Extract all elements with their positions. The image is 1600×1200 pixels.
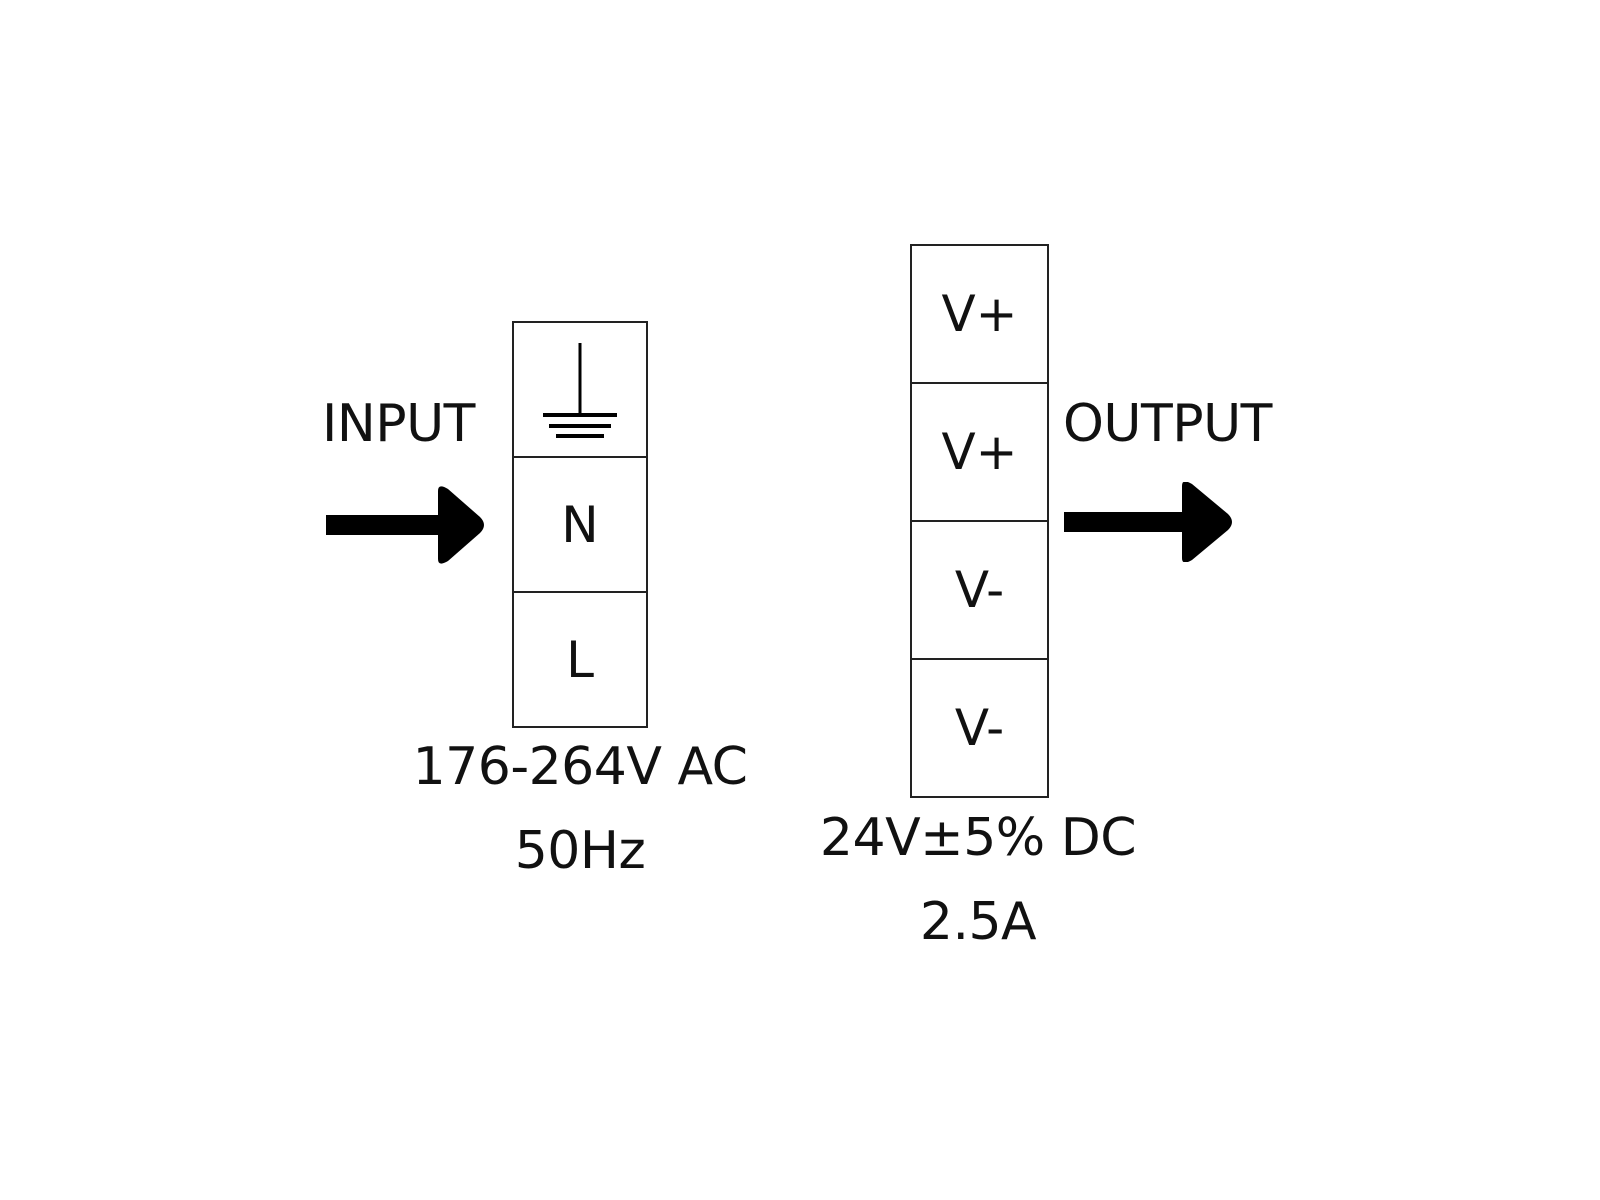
input-spec-voltage: 176-264V AC (412, 737, 748, 797)
terminal-v-plus-1: V+ (910, 244, 1049, 384)
terminal-live: L (512, 591, 648, 728)
output-label: OUTPUT (1063, 394, 1272, 454)
terminal-neutral: N (512, 456, 648, 593)
input-label: INPUT (322, 394, 475, 454)
output-arrow-icon (1064, 482, 1232, 562)
output-spec-voltage: 24V±5% DC (819, 808, 1137, 868)
output-spec-current: 2.5A (919, 892, 1037, 952)
terminal-v-minus-1: V- (910, 520, 1049, 660)
input-spec-frequency: 50Hz (514, 821, 646, 881)
terminal-earth (512, 321, 648, 458)
input-arrow-icon (326, 486, 484, 564)
terminal-v-minus-2: V- (910, 658, 1049, 798)
ground-icon (543, 342, 617, 438)
terminal-v-plus-2: V+ (910, 382, 1049, 522)
